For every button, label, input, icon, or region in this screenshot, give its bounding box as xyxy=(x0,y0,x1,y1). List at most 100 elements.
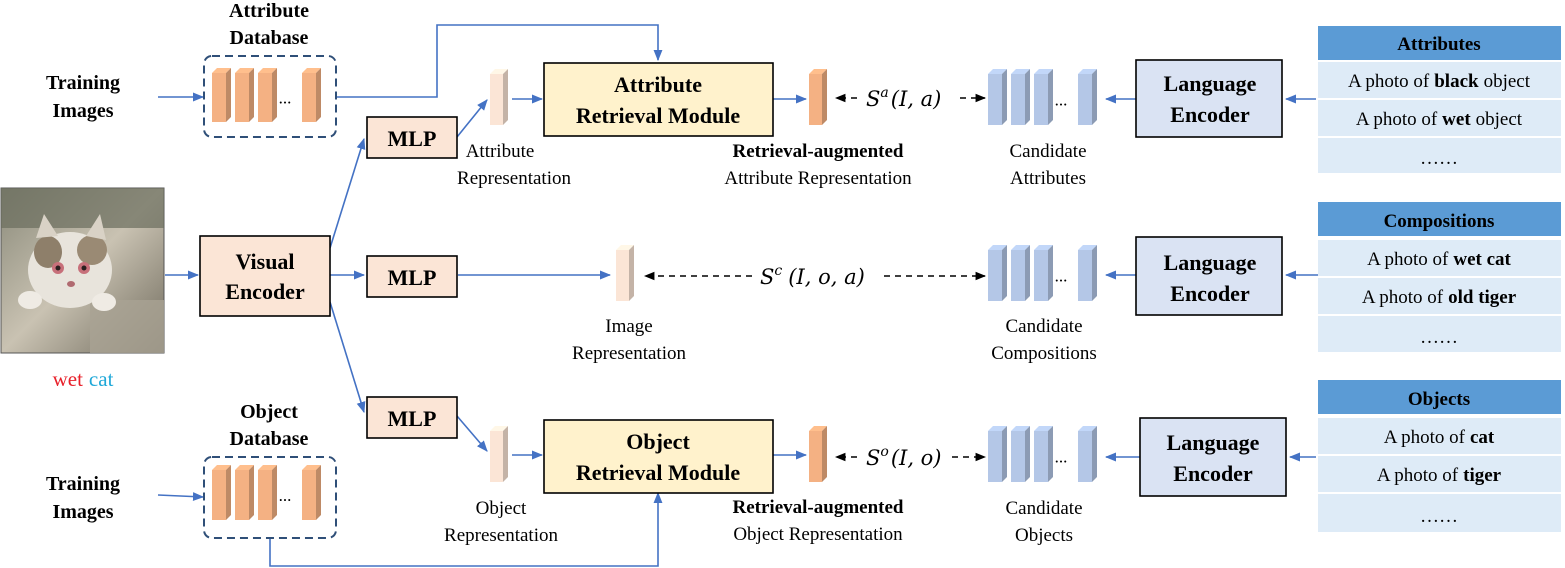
feature-vector xyxy=(235,68,254,122)
object-database-box xyxy=(203,456,337,539)
feature-vector xyxy=(809,426,827,482)
feature-vector xyxy=(809,69,827,125)
object-representation-feature xyxy=(490,426,508,482)
feature-vector xyxy=(1034,69,1053,125)
score-composition: Sc(I, o, a) xyxy=(760,263,865,289)
table-header xyxy=(1318,202,1561,236)
table-row xyxy=(1318,100,1561,136)
mlp-label-attribute: MLP xyxy=(388,126,437,151)
feature-vector xyxy=(235,465,254,520)
mlp-label-composition: MLP xyxy=(388,265,437,290)
candidate-compositions-features: ... xyxy=(988,245,1097,301)
table-row xyxy=(1318,316,1561,352)
feature-vector xyxy=(1034,426,1053,482)
feature-vector xyxy=(1011,426,1030,482)
score-object: So(I, o) xyxy=(866,444,942,470)
mlp-box-object xyxy=(366,396,458,439)
mlp-label-object: MLP xyxy=(388,406,437,431)
feature-vector xyxy=(258,68,277,122)
ellipsis-label: ... xyxy=(1055,448,1068,467)
feature-vector xyxy=(258,465,277,520)
augmented-attribute-representation-label: Attribute Representation xyxy=(724,168,912,189)
mlp-box-attribute xyxy=(366,116,458,159)
attributes-table-header: Attributes xyxy=(1397,34,1480,55)
similarity-arrows xyxy=(643,93,987,462)
image-representation-feature xyxy=(616,245,634,301)
table-header xyxy=(1318,380,1561,414)
feature-vector xyxy=(1078,245,1097,301)
table-row xyxy=(1318,62,1561,98)
language-encoder-box-attributes xyxy=(1135,59,1283,138)
object-database-features: ... xyxy=(212,465,321,520)
table-row xyxy=(1318,418,1561,454)
objects-row-dots: …… xyxy=(1420,506,1458,527)
retrieval-augmented-label-attribute: Retrieval-augmented xyxy=(733,141,904,162)
ellipsis-label: ... xyxy=(279,486,292,505)
retrieval-augmented-label-object: Retrieval-augmented xyxy=(733,497,904,518)
feature-vector xyxy=(1034,245,1053,301)
feature-vector xyxy=(212,68,231,122)
attributes-row-dots: …… xyxy=(1420,148,1458,169)
table-row xyxy=(1318,278,1561,314)
mlp-box-composition xyxy=(366,255,458,298)
feature-vector xyxy=(302,68,321,122)
compositions-table-header: Compositions xyxy=(1384,211,1495,232)
feature-vector xyxy=(988,245,1007,301)
table-row xyxy=(1318,494,1561,532)
object-retrieval-module-box xyxy=(543,419,774,494)
attribute-representation-feature xyxy=(490,69,508,125)
candidate-objects-features: ... xyxy=(988,426,1097,482)
feature-vector xyxy=(212,465,231,520)
language-encoder-box-compositions xyxy=(1135,236,1283,316)
objects-table-header: Objects xyxy=(1408,389,1470,410)
input-image xyxy=(0,187,165,354)
ellipsis-label: ... xyxy=(279,89,292,108)
table-row xyxy=(1318,240,1561,276)
feature-vector xyxy=(490,69,508,125)
table-header xyxy=(1318,26,1561,60)
feature-vector xyxy=(988,69,1007,125)
table-row xyxy=(1318,138,1561,173)
attribute-retrieval-module-box xyxy=(543,62,774,137)
visual-encoder-box xyxy=(199,235,331,317)
feature-vector xyxy=(1011,69,1030,125)
feature-vector xyxy=(1011,245,1030,301)
compositions-row-dots: …… xyxy=(1420,327,1458,348)
attribute-database-features: ... xyxy=(212,68,321,122)
augmented-object-representation-label: Object Representation xyxy=(733,524,903,545)
feature-vector xyxy=(988,426,1007,482)
feature-vector xyxy=(490,426,508,482)
table-row xyxy=(1318,456,1561,492)
feature-vector xyxy=(616,245,634,301)
augmented-attribute-feature xyxy=(809,69,827,125)
attribute-database-box xyxy=(203,55,337,138)
feature-vector xyxy=(1078,69,1097,125)
candidate-attributes-features: ... xyxy=(988,69,1097,125)
